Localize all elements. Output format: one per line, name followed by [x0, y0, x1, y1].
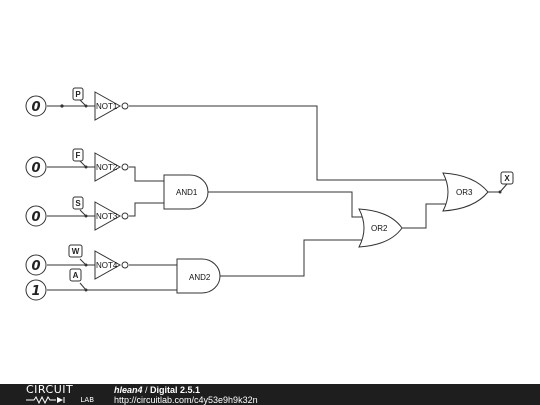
- wire-and1-to-or2: [208, 191, 364, 218]
- not-gate-2[interactable]: NOT2: [94, 152, 129, 182]
- input-p-value: 0: [31, 100, 40, 115]
- junction-dot: [60, 104, 64, 108]
- and2-label: AND2: [189, 273, 211, 282]
- net-tag-x[interactable]: X: [498, 171, 514, 194]
- input-source-w[interactable]: 0: [25, 254, 47, 276]
- circuit-url-link[interactable]: http://circuitlab.com/c4y53e9h9k32n: [114, 395, 258, 405]
- not-gate-3[interactable]: NOT3: [94, 201, 129, 231]
- footer-bar: CIRCUIT LAB hlean4 / Digital 2.5.1 http:…: [0, 384, 540, 405]
- input-a-value: 1: [31, 284, 40, 299]
- input-s-value: 0: [31, 210, 40, 225]
- logo-bottom-text: LAB: [80, 396, 94, 404]
- net-tag-f[interactable]: F: [72, 148, 88, 169]
- or3-label: OR3: [456, 188, 473, 197]
- circuit-title: Digital 2.5.1: [150, 385, 201, 395]
- logo-top-text: CIRCUIT: [26, 383, 74, 396]
- net-tag-p-label: P: [75, 90, 81, 99]
- and1-label: AND1: [176, 188, 198, 197]
- title-separator: /: [142, 385, 151, 395]
- wire-and2-to-or2: [220, 239, 364, 277]
- net-tag-p[interactable]: P: [72, 87, 88, 108]
- not1-label: NOT1: [96, 102, 118, 111]
- and-gate-2[interactable]: AND2: [176, 258, 221, 294]
- net-tag-s-label: S: [75, 199, 81, 208]
- or-gate-3[interactable]: OR3: [442, 172, 489, 212]
- not-gate-1[interactable]: NOT1: [94, 91, 129, 121]
- input-source-s[interactable]: 0: [25, 205, 47, 227]
- schematic: 0 0 0 0 1 P F S W: [25, 87, 514, 301]
- net-tag-w[interactable]: W: [68, 244, 88, 267]
- and-gate-1[interactable]: AND1: [163, 174, 209, 210]
- footer-title-line: hlean4 / Digital 2.5.1: [114, 385, 200, 395]
- net-tag-a[interactable]: A: [69, 268, 88, 292]
- input-source-f[interactable]: 0: [25, 156, 47, 178]
- wire-not3-to-and1: [129, 202, 164, 217]
- net-tag-w-label: W: [72, 247, 80, 256]
- author-link[interactable]: hlean4: [114, 385, 143, 395]
- input-source-p[interactable]: 0: [25, 95, 47, 117]
- circuitlab-logo[interactable]: CIRCUIT LAB: [26, 384, 96, 405]
- or2-label: OR2: [371, 224, 388, 233]
- net-tag-x-label: X: [504, 174, 510, 183]
- input-source-a[interactable]: 1: [25, 279, 47, 301]
- wires: [47, 105, 500, 291]
- wire-not1-to-or3: [129, 105, 446, 181]
- net-tag-a-label: A: [73, 271, 79, 280]
- wire-not2-to-and1: [129, 166, 164, 182]
- not-gate-4[interactable]: NOT4: [94, 250, 129, 280]
- wire-or2-to-or3: [402, 203, 446, 229]
- not4-label: NOT4: [96, 261, 118, 270]
- net-tag-f-label: F: [76, 151, 81, 160]
- not3-label: NOT3: [96, 212, 118, 221]
- net-tag-s[interactable]: S: [72, 196, 88, 218]
- input-w-value: 0: [31, 259, 40, 274]
- or-gate-2[interactable]: OR2: [358, 208, 403, 248]
- resistor-icon: [26, 396, 65, 404]
- input-f-value: 0: [31, 161, 40, 176]
- not2-label: NOT2: [96, 163, 118, 172]
